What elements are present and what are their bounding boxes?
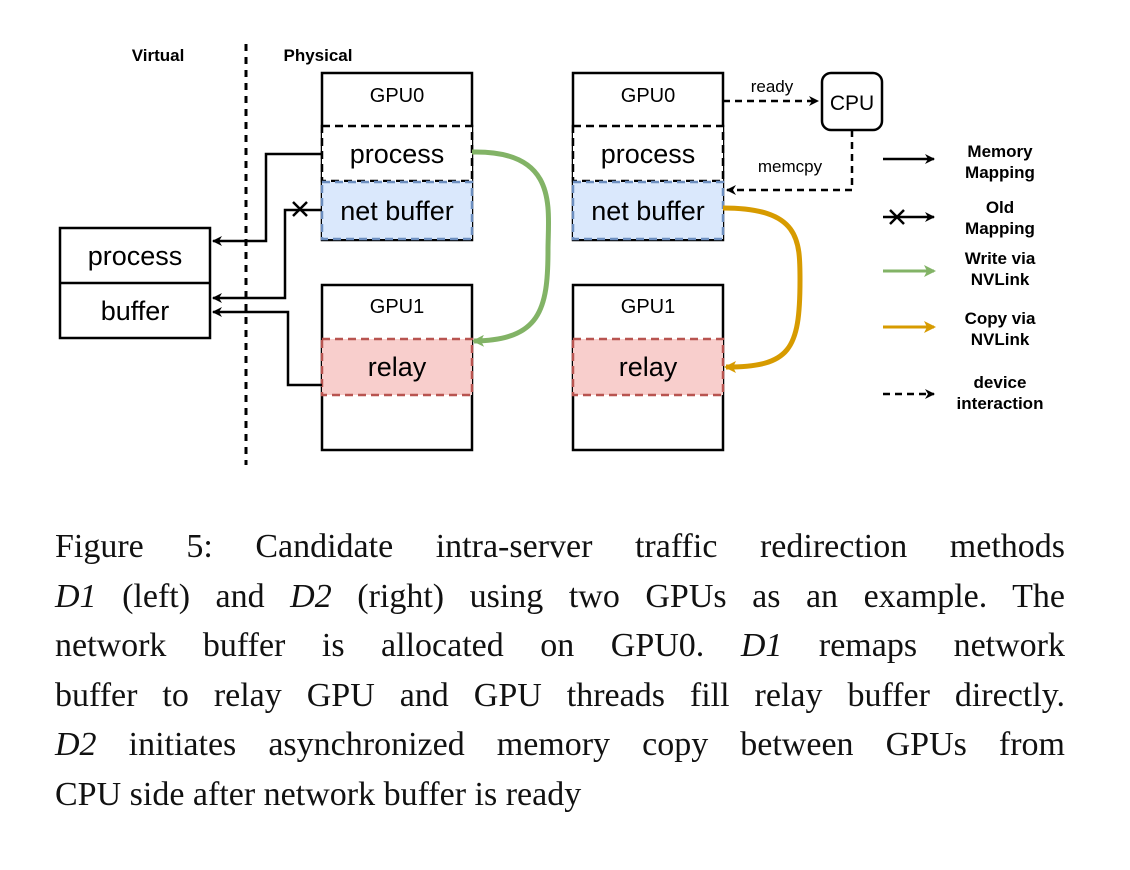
ready-label: ready xyxy=(751,77,794,96)
virtual-process-label: process xyxy=(88,241,183,271)
d2-relay-label: relay xyxy=(619,352,678,382)
legend-memory-mapping: Memory Mapping xyxy=(883,142,1035,182)
d1-process-label: process xyxy=(350,139,445,169)
virtual-buffer-label: buffer xyxy=(101,296,170,326)
svg-text:Write via: Write via xyxy=(965,249,1036,268)
svg-text:Copy via: Copy via xyxy=(965,309,1036,328)
legend-copy-nvlink: Copy via NVLink xyxy=(883,309,1036,349)
diagram-canvas: Virtual Physical process buffer GPU0 pro… xyxy=(58,44,1043,465)
copy-nvlink-arrow xyxy=(722,205,803,373)
caption-line-5: D2 initiates asynchronized memory copy b… xyxy=(55,726,1065,763)
d1-net-buffer-label: net buffer xyxy=(340,196,454,226)
old-mapping-cross-icon xyxy=(292,201,308,217)
d2-gpu0-label: GPU0 xyxy=(621,85,675,107)
write-nvlink-arrow xyxy=(471,149,552,347)
d2-gpu1: GPU1 relay xyxy=(571,283,725,452)
d2-gpu1-label: GPU1 xyxy=(621,296,675,318)
d1-net-buffer-region xyxy=(320,180,474,241)
d2-gpu0: GPU0 process net buffer xyxy=(571,71,725,242)
figure-caption: Figure 5: Candidate intra-server traffic… xyxy=(55,522,1065,819)
memcpy-arrow xyxy=(726,130,854,195)
d1-gpu1-label: GPU1 xyxy=(370,296,424,318)
caption-line-3: network buffer is allocated on GPU0. D1 … xyxy=(55,627,1065,664)
caption-line-6: CPU side after network buffer is ready xyxy=(55,775,582,813)
virtual-label: Virtual xyxy=(132,46,185,65)
process-mapping-arrow xyxy=(212,152,322,246)
svg-text:device: device xyxy=(974,373,1027,392)
d1-relay-region xyxy=(320,337,474,397)
legend: Memory Mapping Old Mapping Write via NVL… xyxy=(883,142,1043,413)
cpu-box: CPU xyxy=(820,71,884,132)
relay-mapping-arrow xyxy=(212,307,322,387)
d1-gpu1: GPU1 relay xyxy=(320,283,474,452)
legend-old-mapping: Old Mapping xyxy=(883,198,1035,238)
d1-gpu0-label: GPU0 xyxy=(370,85,424,107)
physical-label: Physical xyxy=(284,46,353,65)
svg-text:NVLink: NVLink xyxy=(971,270,1030,289)
d2-relay-region xyxy=(571,337,725,397)
caption-line-1: Figure 5: Candidate intra-server traffic… xyxy=(55,528,1065,565)
d2-net-buffer-label: net buffer xyxy=(591,196,705,226)
d2-net-buffer-region xyxy=(571,180,725,241)
svg-text:interaction: interaction xyxy=(957,394,1044,413)
d2-process-label: process xyxy=(601,139,696,169)
svg-text:NVLink: NVLink xyxy=(971,330,1030,349)
legend-write-nvlink: Write via NVLink xyxy=(883,249,1036,289)
old-mapping-arrow xyxy=(212,208,322,303)
svg-text:Mapping: Mapping xyxy=(965,163,1035,182)
d2-process-region xyxy=(571,124,725,183)
virtual-memory-box: process buffer xyxy=(58,226,212,340)
memcpy-label: memcpy xyxy=(758,157,823,176)
cpu-label: CPU xyxy=(830,92,874,115)
svg-text:Memory: Memory xyxy=(967,142,1033,161)
d1-relay-label: relay xyxy=(368,352,427,382)
caption-line-4: buffer to relay GPU and GPU threads fill… xyxy=(55,676,1065,714)
d1-gpu0: GPU0 process net buffer xyxy=(320,71,474,242)
legend-device-interaction: device interaction xyxy=(883,373,1043,413)
caption-line-2: D1 (left) and D2 (right) using two GPUs … xyxy=(55,577,1066,615)
svg-text:Mapping: Mapping xyxy=(965,219,1035,238)
svg-text:Old: Old xyxy=(986,198,1014,217)
